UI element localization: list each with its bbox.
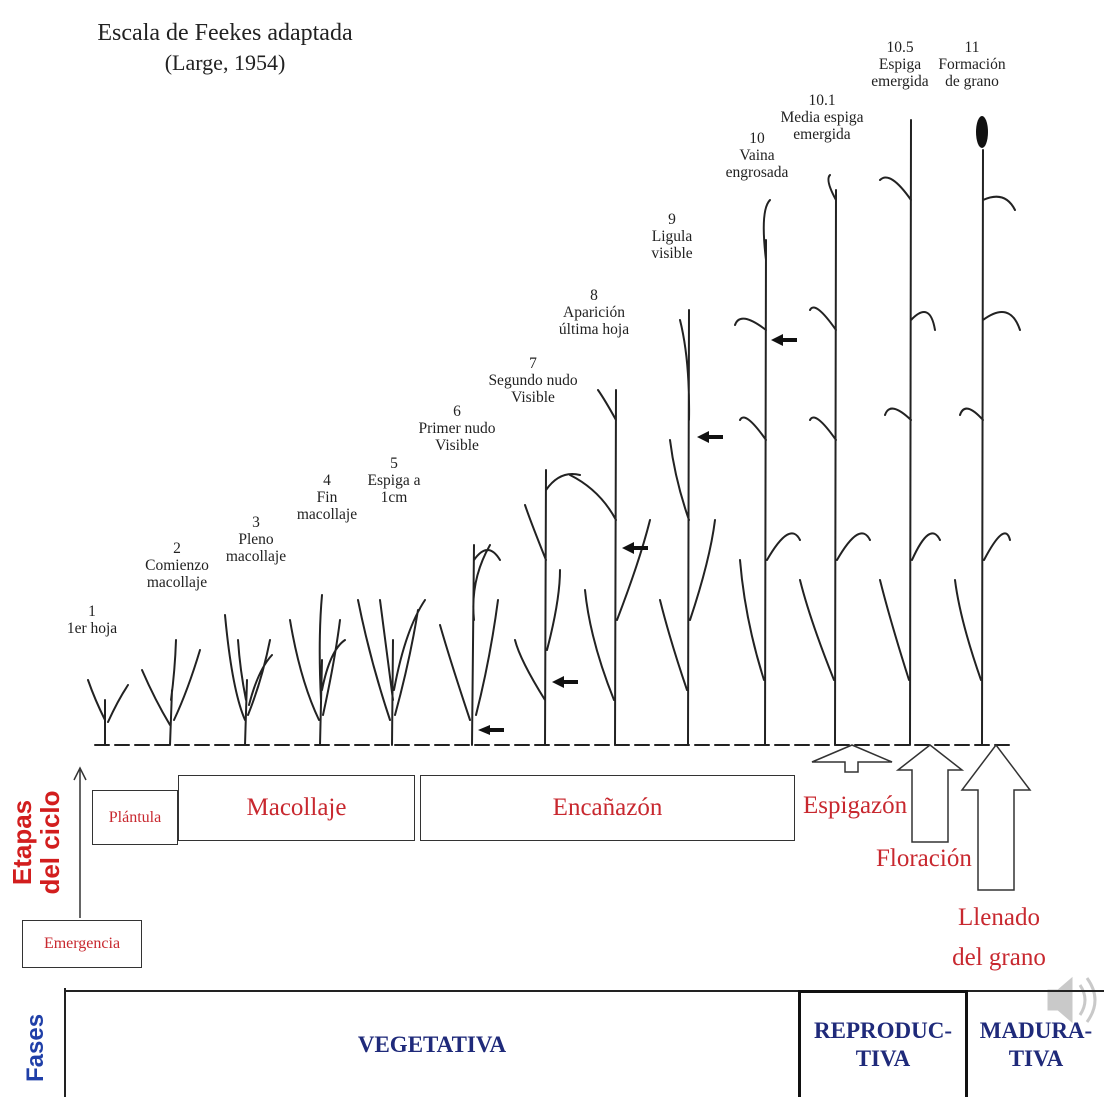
espigazon-label: Espigazón (803, 792, 907, 820)
emergencia-box: Emergencia (22, 920, 142, 968)
cycle-axis-label: Etapas del ciclo (8, 760, 64, 925)
macollaje-box: Macollaje (178, 775, 415, 841)
phase-vegetativa: VEGETATIVA (66, 990, 798, 1097)
encanazon-box: Encañazón (420, 775, 795, 841)
llenado-label: Llenado del grano (938, 898, 1060, 978)
floracion-label: Floración (876, 845, 972, 873)
phase-madurativa: MADURA-TIVA (968, 990, 1104, 1097)
phase-reproductiva: REPRODUC-TIVA (798, 990, 968, 1097)
phases-axis-label: Fases (22, 1014, 50, 1082)
plantula-box: Plántula (92, 790, 178, 845)
